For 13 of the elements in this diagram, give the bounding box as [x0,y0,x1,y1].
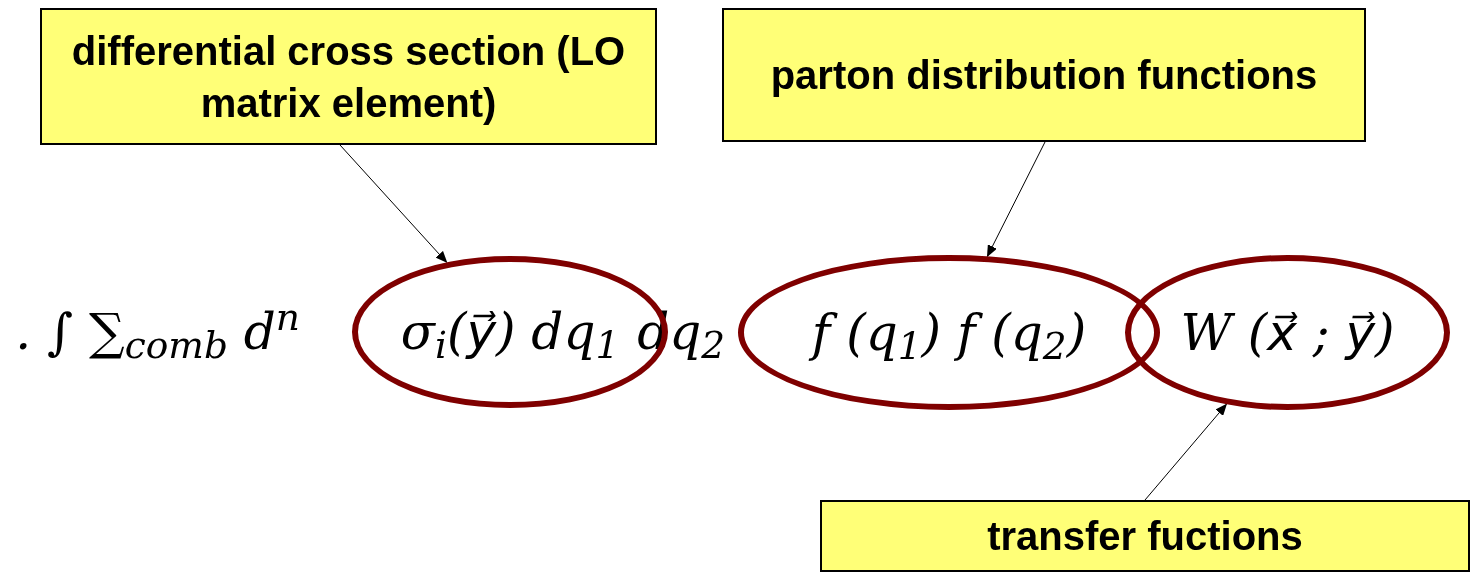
arrow [986,141,1046,258]
callout-box [40,8,657,145]
highlight-ellipse [738,255,1160,410]
highlight-ellipse [1125,255,1450,410]
callout-text: transfer fuctions [987,513,1303,560]
callout-text: differential cross section (LO matrix element) [70,27,627,127]
formula-text: . ∫ ∑$_{comb}$ d$^{n}$ [15,307,300,357]
arrow [339,144,448,264]
arrow [1144,403,1228,501]
callout-box [722,8,1366,142]
callout-box [820,500,1470,572]
callout-text: parton distribution functions [770,52,1318,99]
formula-text: W (x⃗ ; y⃗) [1180,307,1395,358]
